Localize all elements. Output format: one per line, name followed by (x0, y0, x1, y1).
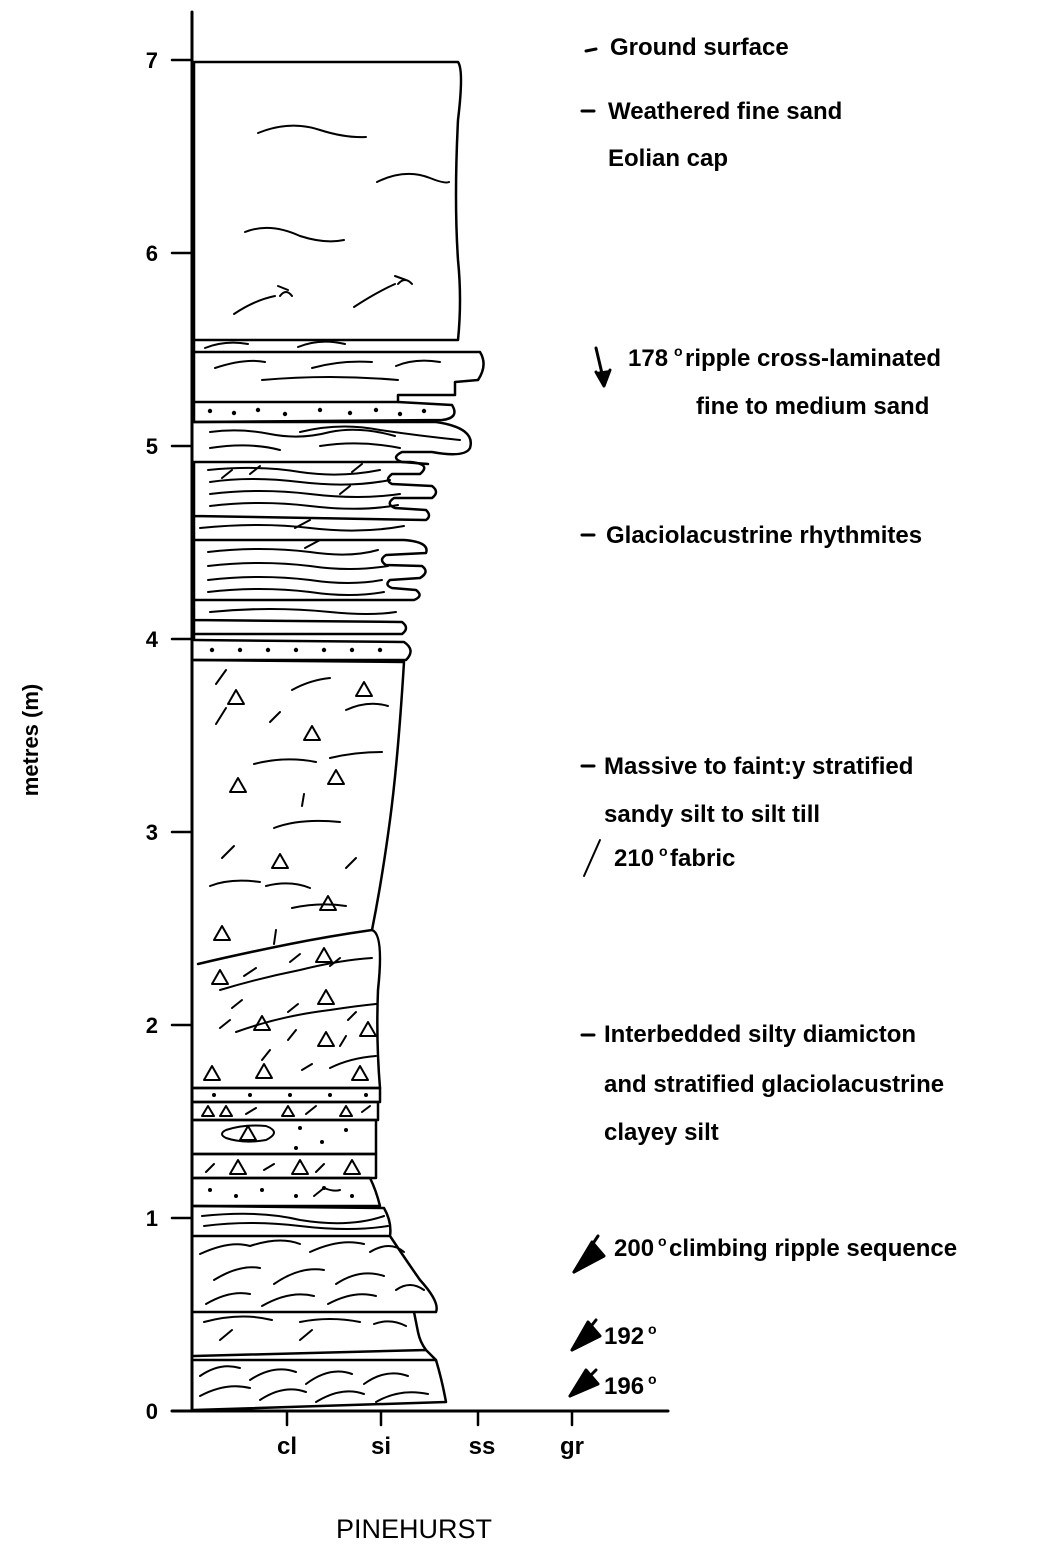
annotation-178-number: 178 (628, 345, 668, 372)
annotation-till-line1: Massive to faint:y stratified (604, 753, 913, 780)
sand-dots (207, 407, 427, 417)
unit-massive-till (192, 658, 406, 932)
annotation-200-number: 200 (614, 1235, 654, 1262)
eolian-lamination (233, 124, 450, 315)
y-tick-1: 1 (146, 1206, 158, 1231)
degree-symbol: o (659, 843, 668, 859)
site-name: PINEHURST (336, 1514, 492, 1544)
y-tick-0: 0 (146, 1399, 158, 1424)
annotation-fabric-number: 210 (614, 845, 654, 872)
y-tick-2: 2 (146, 1013, 158, 1038)
grain-label-si: si (371, 1433, 391, 1460)
degree-symbol: o (648, 1371, 657, 1387)
unit-rippled-sand (192, 338, 485, 404)
grain-label-gr: gr (560, 1433, 584, 1460)
y-axis-ticks (170, 58, 194, 1413)
unit-descriptions: Ground surface Weathered fine sand Eolia… (604, 34, 957, 1400)
degree-symbol: o (648, 1321, 657, 1337)
unit-eolian-cap (192, 60, 463, 342)
degree-symbol: o (658, 1233, 667, 1249)
degree-symbol: o (674, 343, 683, 359)
unit-rhythmites (192, 460, 438, 641)
annotation-diamicton-line2: and stratified glaciolacustrine (604, 1071, 944, 1098)
y-tick-5: 5 (146, 434, 158, 459)
unit-interbedded-diamicton (192, 928, 382, 1090)
y-tick-3: 3 (146, 820, 158, 845)
annotation-eolian-cap: Eolian cap (608, 145, 728, 172)
annotation-till-line2: sandy silt to silt till (604, 801, 820, 828)
annotation-diamicton-line3: clayey silt (604, 1119, 719, 1146)
grain-size-labels: cl si ss gr (277, 1433, 584, 1460)
annotation-178-line1: ripple cross-laminated (685, 345, 941, 372)
till-fabric-marks (209, 669, 389, 945)
annotation-weathered-sand: Weathered fine sand (608, 98, 842, 125)
paleocurrent-arrows (568, 346, 612, 1398)
annotation-fabric: fabric (670, 845, 735, 872)
annotation-196: 196 (604, 1373, 644, 1400)
annotation-192: 192 (604, 1323, 644, 1350)
annotation-diamicton-line1: Interbedded silty diamicton (604, 1021, 916, 1048)
grain-label-cl: cl (277, 1433, 297, 1460)
annotation-178-line2: fine to medium sand (696, 393, 929, 420)
y-tick-7: 7 (146, 48, 158, 73)
y-axis-title: metres (m) (18, 684, 43, 796)
annotation-climbing-ripple: climbing ripple sequence (669, 1235, 957, 1262)
annotation-ground-surface: Ground surface (610, 34, 789, 61)
grain-label-ss: ss (469, 1433, 496, 1460)
y-tick-4: 4 (146, 627, 159, 652)
till-clast-triangles (213, 681, 373, 941)
y-tick-labels: 0 1 2 3 4 5 6 7 (146, 48, 159, 1424)
unit-sand-at-4m (192, 638, 412, 662)
y-tick-6: 6 (146, 241, 158, 266)
unit-climbing-ripples (192, 1204, 448, 1412)
grain-size-ticks (285, 1409, 574, 1427)
annotation-rhythmites: Glaciolacustrine rhythmites (606, 522, 922, 549)
